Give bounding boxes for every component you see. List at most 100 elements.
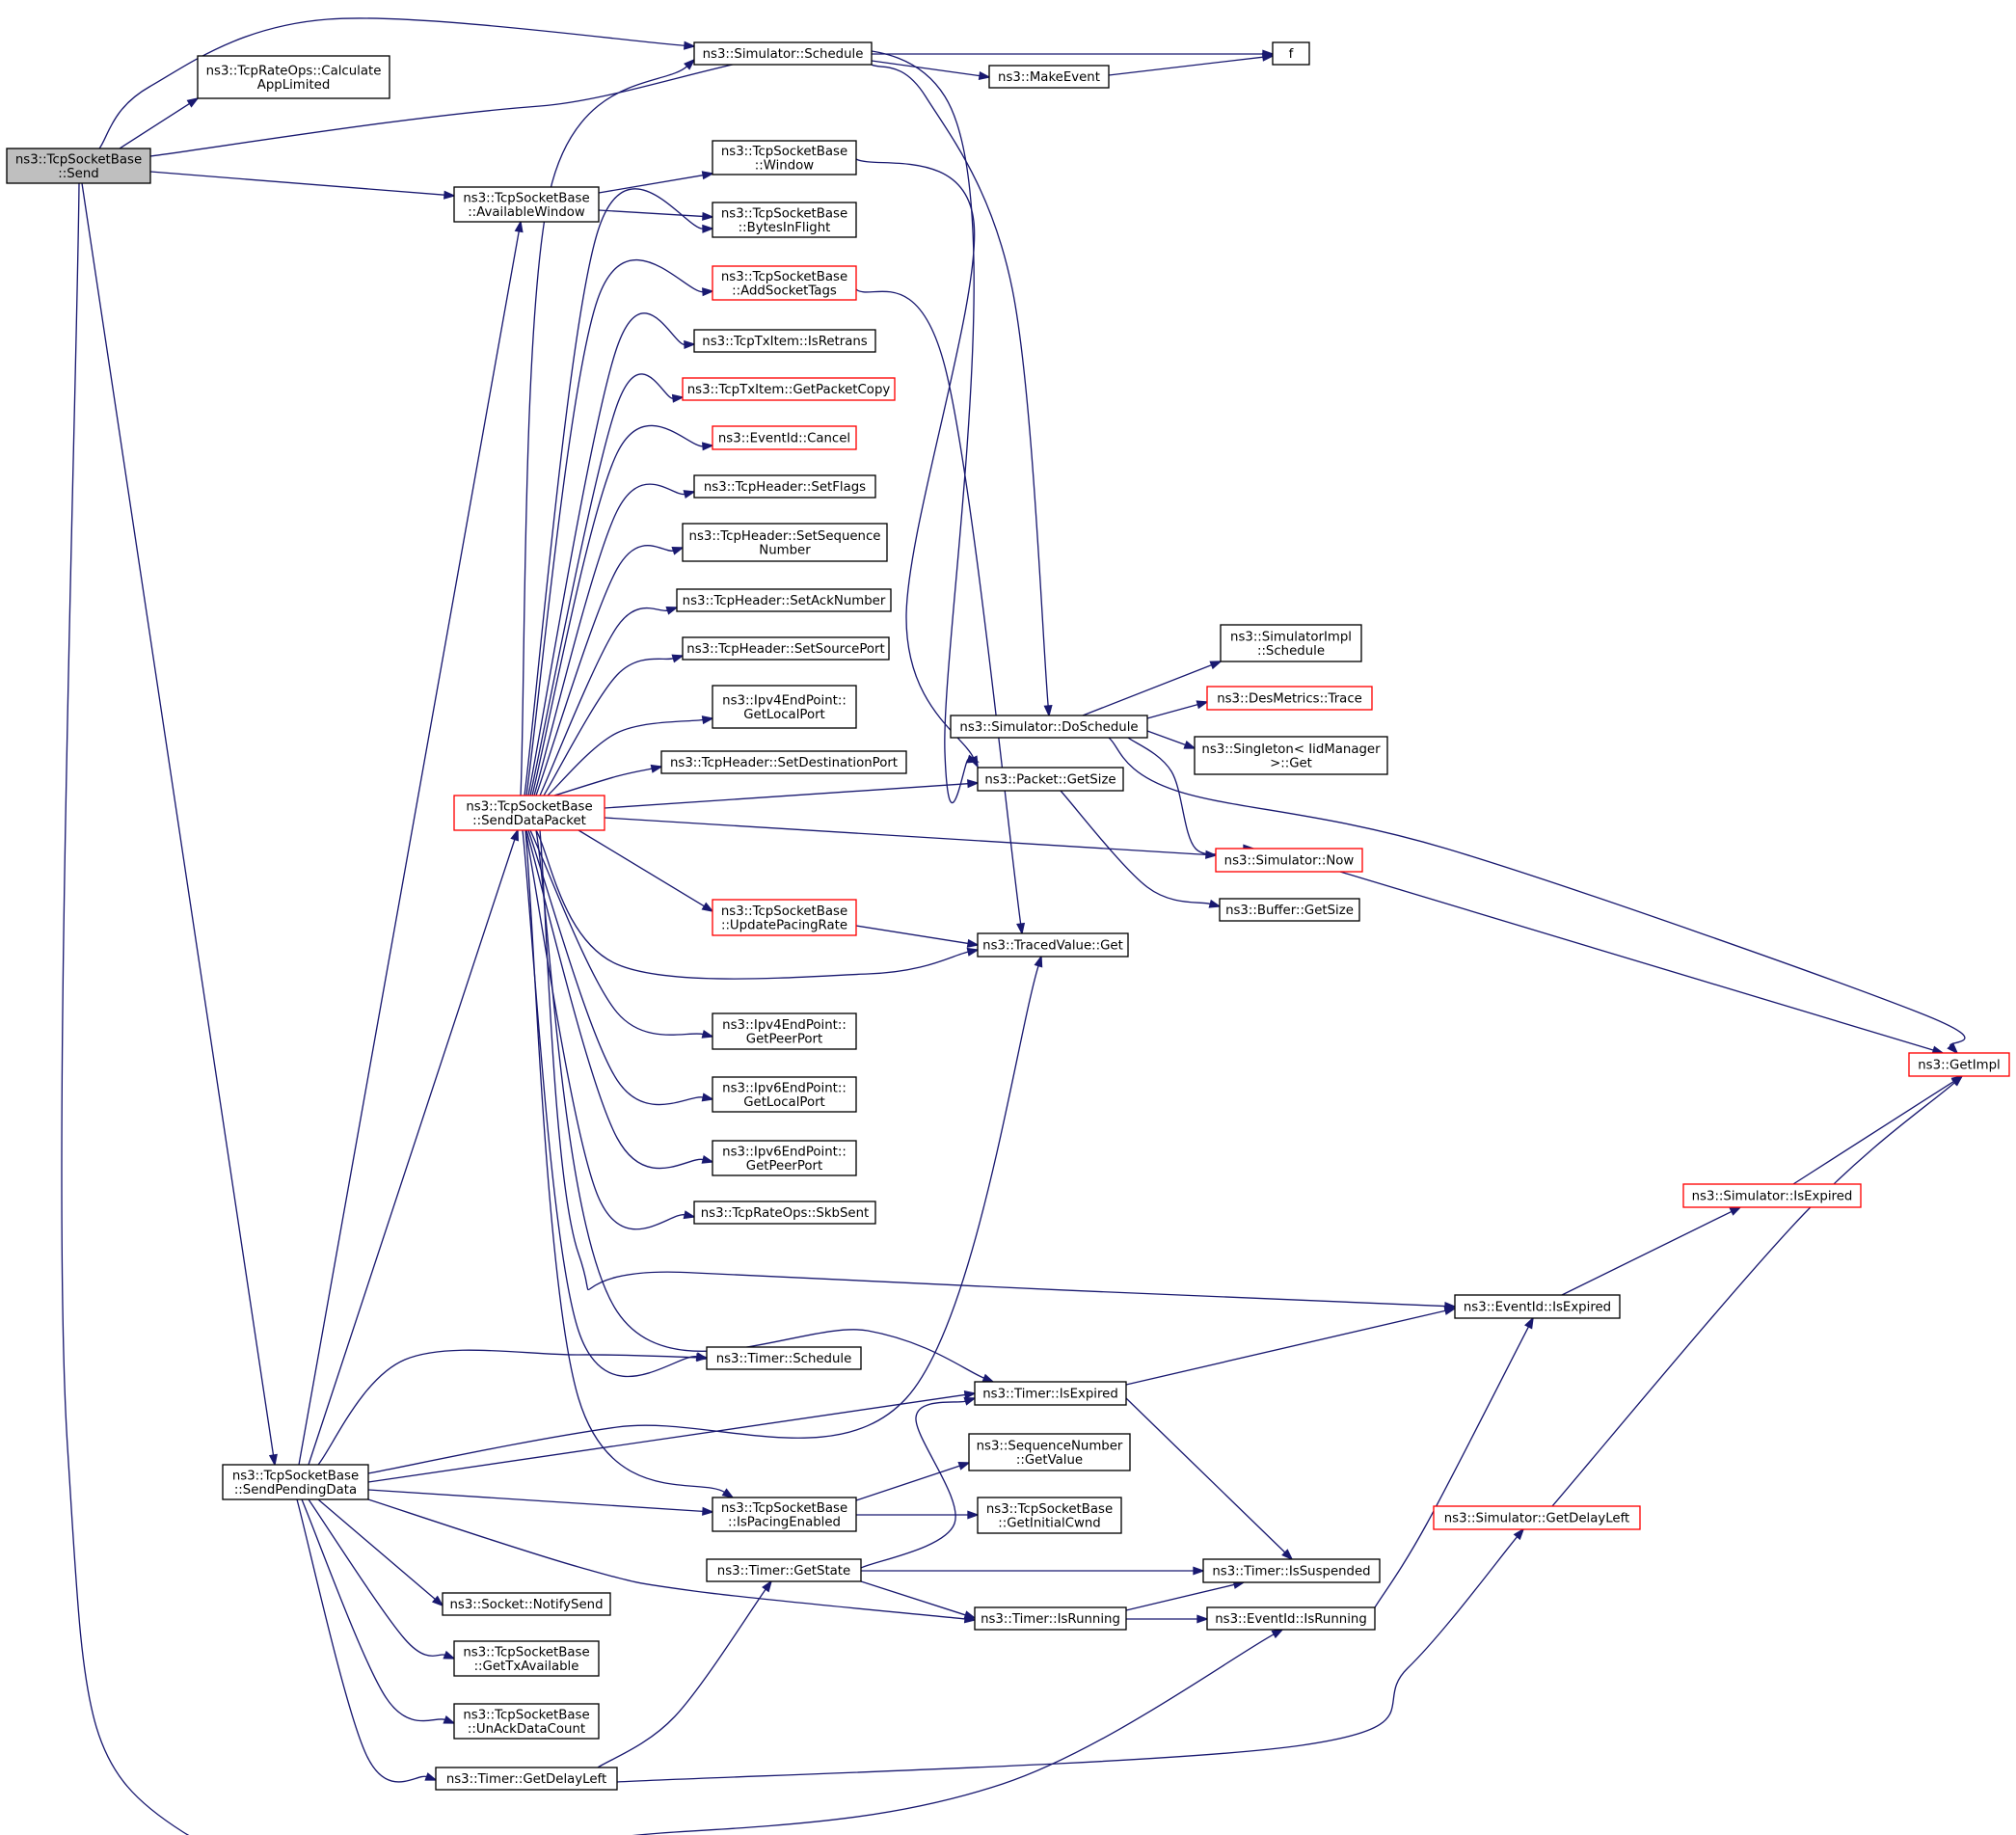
node-simimpl[interactable]: ns3::SimulatorImpl::Schedule (1220, 624, 1362, 662)
node-gettxavail[interactable]: ns3::TcpSocketBase::GetTxAvailable (453, 1640, 600, 1677)
node-issusp[interactable]: ns3::Timer::IsSuspended (1202, 1558, 1381, 1583)
node-box[interactable] (693, 1201, 876, 1225)
node-timerdelay[interactable]: ns3::Timer::GetDelayLeft (435, 1767, 618, 1791)
node-box[interactable] (1220, 624, 1362, 662)
node-box[interactable] (693, 474, 876, 499)
node-makeevent[interactable]: ns3::MakeEvent (988, 65, 1110, 89)
node-box[interactable] (712, 899, 857, 936)
node-box[interactable] (977, 1497, 1122, 1534)
node-box[interactable] (988, 65, 1110, 89)
node-sched[interactable]: ns3::Simulator::Schedule (693, 41, 873, 66)
node-simexp[interactable]: ns3::Simulator::IsExpired (1682, 1183, 1862, 1208)
node-box[interactable] (660, 750, 907, 774)
node-evexp[interactable]: ns3::EventId::IsExpired (1454, 1294, 1621, 1319)
node-box[interactable] (1219, 898, 1360, 922)
node-bif[interactable]: ns3::TcpSocketBase::BytesInFlight (712, 202, 857, 238)
node-box[interactable] (712, 202, 857, 238)
node-box[interactable] (1454, 1294, 1621, 1319)
node-box[interactable] (693, 329, 876, 353)
node-unack[interactable]: ns3::TcpSocketBase::UnAckDataCount (453, 1703, 600, 1740)
node-timerexp[interactable]: ns3::Timer::IsExpired (974, 1381, 1127, 1406)
node-setflags[interactable]: ns3::TcpHeader::SetFlags (693, 474, 876, 499)
node-setdst[interactable]: ns3::TcpHeader::SetDestinationPort (660, 750, 907, 774)
node-box[interactable] (712, 1497, 857, 1532)
node-box[interactable] (712, 685, 857, 729)
node-box[interactable] (1206, 1606, 1376, 1631)
node-pktsize[interactable]: ns3::Packet::GetSize (977, 767, 1124, 792)
node-dosched[interactable]: ns3::Simulator::DoSchedule (950, 715, 1148, 739)
node-box[interactable] (6, 148, 151, 184)
node-getpktcopy[interactable]: ns3::TcpTxItem::GetPacketCopy (682, 377, 896, 401)
node-box[interactable] (453, 1703, 600, 1740)
node-setack[interactable]: ns3::TcpHeader::SetAckNumber (676, 588, 892, 612)
node-updpacing[interactable]: ns3::TcpSocketBase::UpdatePacingRate (712, 899, 857, 936)
node-box[interactable] (1682, 1183, 1862, 1208)
node-notifysend[interactable]: ns3::Socket::NotifySend (442, 1592, 611, 1616)
node-box[interactable] (442, 1592, 611, 1616)
node-tracedget[interactable]: ns3::TracedValue::Get (977, 932, 1129, 958)
node-v4local[interactable]: ns3::Ipv4EndPoint::GetLocalPort (712, 685, 857, 729)
node-box[interactable] (682, 636, 890, 661)
node-box[interactable] (453, 795, 605, 831)
node-box[interactable] (693, 41, 873, 66)
node-setsrc[interactable]: ns3::TcpHeader::SetSourcePort (682, 636, 890, 661)
node-bufsize[interactable]: ns3::Buffer::GetSize (1219, 898, 1360, 922)
node-box[interactable] (712, 140, 857, 175)
node-box[interactable] (968, 1433, 1131, 1471)
node-box[interactable] (435, 1767, 618, 1791)
node-box[interactable] (712, 1140, 857, 1176)
node-simdelay[interactable]: ns3::Simulator::GetDelayLeft (1433, 1505, 1641, 1530)
node-singleton[interactable]: ns3::Singleton< IidManager >::Get (1194, 736, 1388, 775)
node-box[interactable] (1908, 1052, 2010, 1077)
node-window[interactable]: ns3::TcpSocketBase::Window (712, 140, 857, 175)
node-v6local[interactable]: ns3::Ipv6EndPoint::GetLocalPort (712, 1076, 857, 1113)
node-isretrans[interactable]: ns3::TcpTxItem::IsRetrans (693, 329, 876, 353)
node-timersched[interactable]: ns3::Timer::Schedule (706, 1346, 862, 1370)
node-box[interactable] (712, 265, 857, 301)
node-box[interactable] (676, 588, 892, 612)
node-box[interactable] (222, 1464, 369, 1500)
node-box[interactable] (706, 1558, 862, 1582)
node-send[interactable]: ns3::TcpSocketBase::Send (6, 148, 151, 184)
node-box[interactable] (950, 715, 1148, 739)
node-initcwnd[interactable]: ns3::TcpSocketBase::GetInitialCwnd (977, 1497, 1122, 1534)
node-box[interactable] (977, 767, 1124, 792)
node-box[interactable] (712, 1012, 857, 1050)
node-ispacing[interactable]: ns3::TcpSocketBase::IsPacingEnabled (712, 1497, 857, 1532)
node-box[interactable] (1206, 686, 1373, 711)
node-box[interactable] (1215, 848, 1363, 873)
node-box[interactable] (453, 186, 600, 223)
node-box[interactable] (197, 55, 390, 99)
node-box[interactable] (1194, 736, 1388, 775)
node-desmetrics[interactable]: ns3::DesMetrics::Trace (1206, 686, 1373, 711)
node-box[interactable] (712, 1076, 857, 1113)
node-simnow[interactable]: ns3::Simulator::Now (1215, 848, 1363, 873)
node-box[interactable] (1433, 1505, 1641, 1530)
node-availwin[interactable]: ns3::TcpSocketBase::AvailableWindow (453, 186, 600, 223)
node-addtags[interactable]: ns3::TcpSocketBase::AddSocketTags (712, 265, 857, 301)
node-cancel[interactable]: ns3::EventId::Cancel (712, 425, 857, 450)
node-v6peer[interactable]: ns3::Ipv6EndPoint::GetPeerPort (712, 1140, 857, 1176)
node-box[interactable] (712, 425, 857, 450)
node-box[interactable] (706, 1346, 862, 1370)
node-box[interactable] (453, 1640, 600, 1677)
node-box[interactable] (1272, 41, 1310, 66)
node-box[interactable] (974, 1381, 1127, 1406)
node-timerrun[interactable]: ns3::Timer::IsRunning (974, 1606, 1127, 1631)
node-box[interactable] (682, 523, 888, 562)
node-skbsent[interactable]: ns3::TcpRateOps::SkbSent (693, 1201, 876, 1225)
node-getstate[interactable]: ns3::Timer::GetState (706, 1558, 862, 1582)
node-evrun[interactable]: ns3::EventId::IsRunning (1206, 1606, 1376, 1631)
node-sendpend[interactable]: ns3::TcpSocketBase::SendPendingData (222, 1464, 369, 1500)
node-v4peer[interactable]: ns3::Ipv4EndPoint::GetPeerPort (712, 1012, 857, 1050)
node-box[interactable] (974, 1606, 1127, 1631)
node-f[interactable]: f (1272, 41, 1310, 66)
node-senddata[interactable]: ns3::TcpSocketBase::SendDataPacket (453, 795, 605, 831)
node-box[interactable] (977, 932, 1129, 958)
node-box[interactable] (682, 377, 896, 401)
node-seqval[interactable]: ns3::SequenceNumber::GetValue (968, 1433, 1131, 1471)
node-box[interactable] (1202, 1558, 1381, 1583)
node-getimpl[interactable]: ns3::GetImpl (1908, 1052, 2010, 1077)
